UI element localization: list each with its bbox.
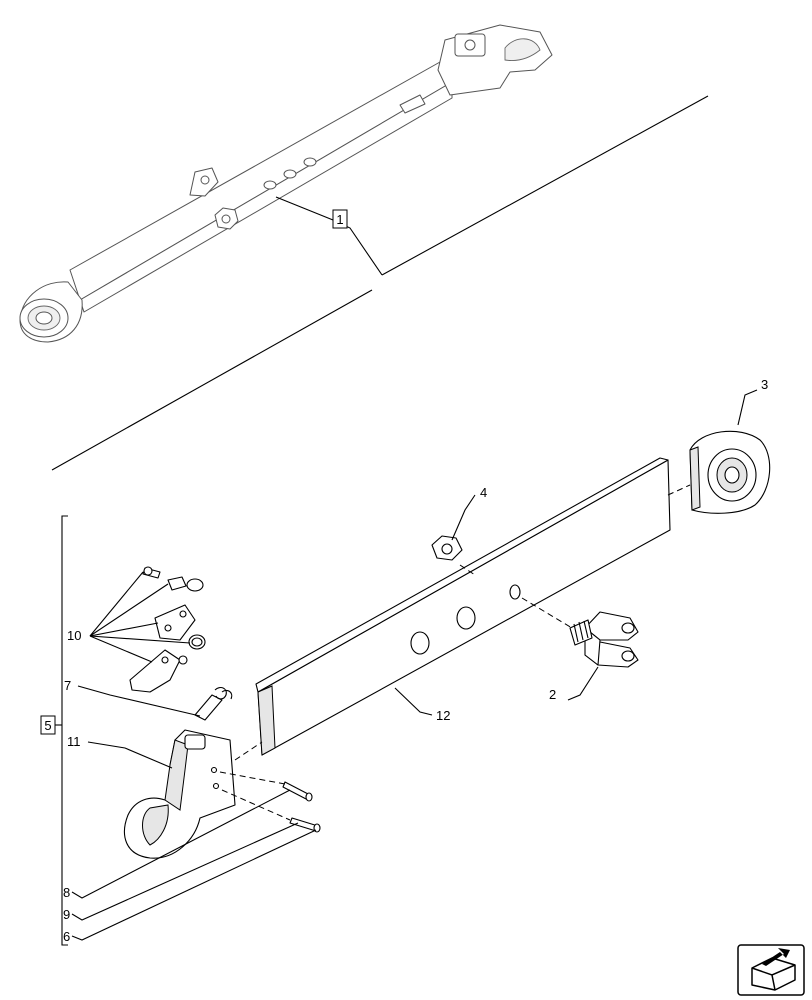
callout-7[interactable]: 7 <box>64 678 71 693</box>
leader-2 <box>567 666 599 701</box>
ball-end <box>689 430 771 514</box>
lower-link-assembly-overview <box>19 24 553 343</box>
latch-bolt <box>142 566 161 579</box>
group-bracket <box>61 515 68 946</box>
leader-4 <box>451 494 476 541</box>
callout-12[interactable]: 12 <box>436 708 450 723</box>
dash-nut <box>459 564 476 576</box>
callout-5[interactable]: 5 <box>40 715 56 735</box>
separator-line-lower <box>51 289 373 471</box>
callout-2[interactable]: 2 <box>549 687 556 702</box>
link-bar <box>255 457 671 756</box>
leader-10c <box>89 622 159 637</box>
callout-3[interactable]: 3 <box>761 377 768 392</box>
pin-upper <box>282 781 313 802</box>
svg-text:1: 1 <box>336 212 343 227</box>
leader-7 <box>77 685 201 717</box>
leader-1 <box>275 196 383 276</box>
svg-text:5: 5 <box>44 718 51 733</box>
dash-pin-lower <box>221 789 291 821</box>
callout-1[interactable]: 1 <box>332 209 348 229</box>
callout-10[interactable]: 10 <box>67 628 81 643</box>
hook <box>124 729 236 859</box>
callout-4[interactable]: 4 <box>480 485 487 500</box>
latch-lever <box>129 649 188 693</box>
leader-11 <box>87 741 173 769</box>
dash-hook-bar <box>234 741 263 761</box>
leader-12 <box>394 687 433 716</box>
leader-10e <box>89 635 153 663</box>
leader-9 <box>71 822 299 921</box>
leader-6 <box>71 829 317 941</box>
leader-10a <box>89 571 144 637</box>
callout-9[interactable]: 9 <box>63 907 70 922</box>
leader-3 <box>737 389 758 426</box>
callout-11[interactable]: 11 <box>67 734 81 749</box>
callout-8[interactable]: 8 <box>63 885 70 900</box>
latch-ring <box>167 576 204 592</box>
dash-ball-end <box>667 484 691 496</box>
callout-6[interactable]: 6 <box>63 929 70 944</box>
dash-pin-upper <box>219 771 286 785</box>
leader-8 <box>71 789 291 899</box>
nut <box>431 535 463 561</box>
spring <box>194 686 233 721</box>
latch-plate <box>154 604 196 641</box>
separator-line-upper <box>381 95 709 276</box>
latch-circlip <box>188 634 206 650</box>
leader-10b <box>89 583 169 637</box>
clevis <box>569 611 639 668</box>
arrow-box-icon[interactable] <box>737 944 805 996</box>
leader-10d <box>89 635 191 644</box>
